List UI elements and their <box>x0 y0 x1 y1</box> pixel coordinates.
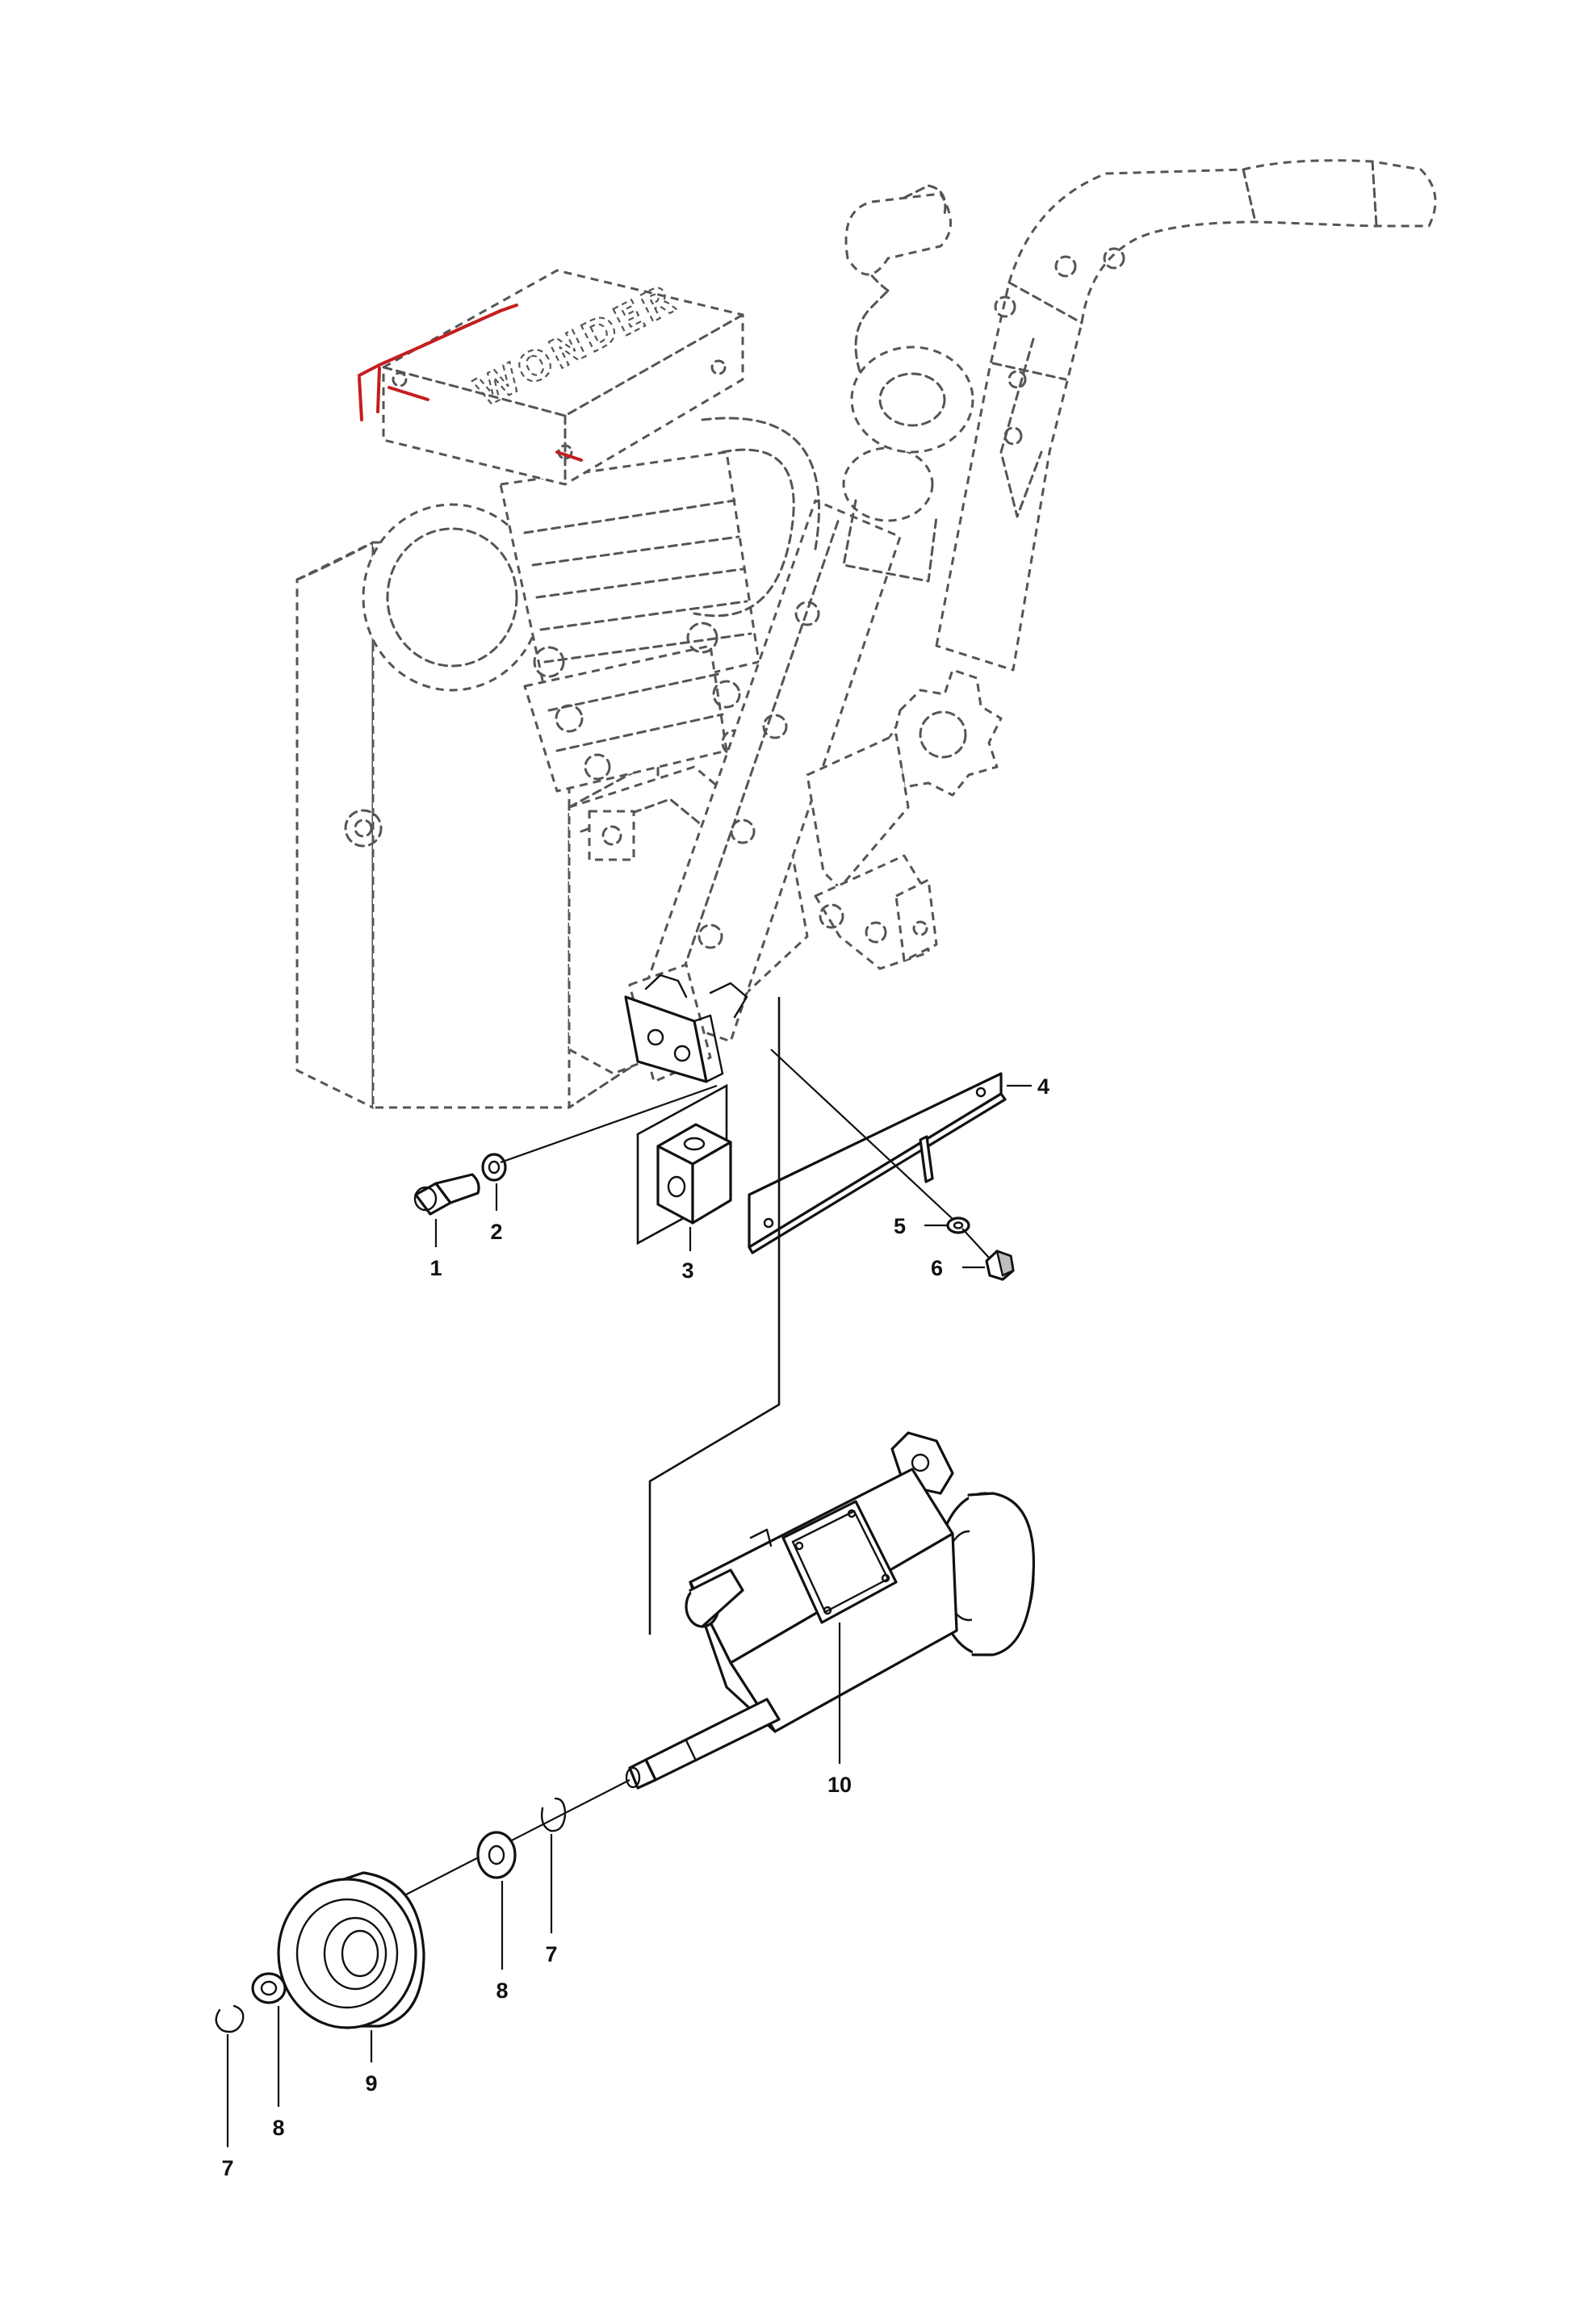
part-3-spacer-block <box>636 1083 732 1246</box>
callout-6: 6 <box>931 1256 943 1280</box>
callout-8-lower: 8 <box>272 2116 284 2140</box>
callout-9: 9 <box>365 2071 377 2096</box>
side-handle <box>844 184 952 276</box>
brand-highlight-marks <box>358 304 583 462</box>
lower-frame-plate <box>806 733 938 970</box>
part-5-washer <box>946 1216 970 1234</box>
part-10-wheel-carriage <box>625 1431 1036 1790</box>
callout-7-lower: 7 <box>221 2156 233 2180</box>
part-2-washer <box>481 1153 507 1182</box>
part-7-circlip-lower <box>215 2004 245 2033</box>
part-8-washer-upper <box>476 1831 517 1879</box>
washer-nut-axis <box>961 1228 990 1258</box>
bolt-axis-line <box>500 1084 718 1164</box>
height-adjust <box>842 211 974 583</box>
callout-5: 5 <box>894 1214 906 1238</box>
callout-7-upper: 7 <box>545 1942 557 1966</box>
machine-ghost-outline: WONDER <box>295 159 1437 1109</box>
part-9-wheel <box>277 1871 425 2029</box>
part-8-washer-lower <box>251 1972 287 2004</box>
callout-4: 4 <box>1037 1074 1049 1099</box>
push-handle <box>935 159 1437 672</box>
callout-2: 2 <box>490 1220 502 1244</box>
part-6-nut <box>985 1250 1015 1281</box>
callout-3: 3 <box>681 1258 693 1283</box>
part-1-bolt <box>413 1173 480 1216</box>
part-4-plate <box>748 1072 1007 1254</box>
column-foot-plate <box>624 974 748 1083</box>
plate-axis-line <box>770 1049 953 1220</box>
callout-1: 1 <box>429 1256 442 1280</box>
assembly-frame-line <box>648 997 781 1635</box>
motor <box>362 450 760 793</box>
part-7-circlip-upper <box>540 1797 567 1832</box>
callout-labels: 1 2 3 4 5 6 7 7 8 8 9 10 <box>221 1074 1049 2180</box>
callout-10: 10 <box>827 1773 852 1797</box>
bracket-arc <box>693 417 820 618</box>
callout-8-upper: 8 <box>496 1979 508 2003</box>
callout-leaders <box>226 1084 1032 2147</box>
motor-top-cover: WONDER <box>382 269 744 486</box>
